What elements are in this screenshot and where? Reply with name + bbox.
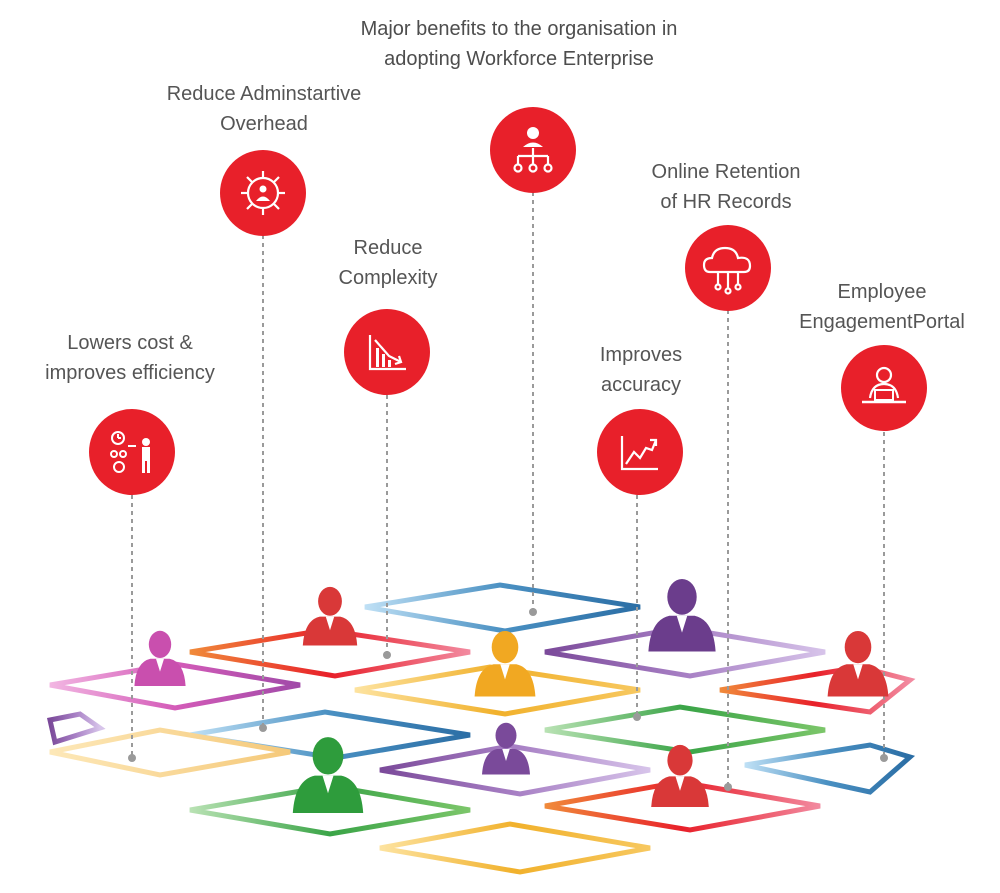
person-icon — [482, 722, 530, 775]
person-icon — [292, 737, 364, 813]
label-reduce-complexity: Reduce Complexity — [339, 233, 438, 293]
label-line-2: improves efficiency — [45, 362, 215, 384]
isometric-grid — [46, 582, 916, 875]
label-line-2: EngagementPortal — [799, 311, 965, 333]
label-improves-accuracy: Improves accuracy — [600, 340, 682, 400]
connector-dot — [383, 651, 391, 659]
tile — [189, 783, 471, 837]
tile — [49, 661, 301, 711]
label-line-1: Lowers cost & — [67, 332, 193, 354]
label-line-2: of HR Records — [660, 191, 792, 213]
connector-dot — [259, 724, 267, 732]
label-line-1: Employee — [837, 281, 927, 303]
rising-chart-icon — [597, 409, 683, 495]
connector-dot — [128, 754, 136, 762]
label-employee-portal: Employee EngagementPortal — [799, 277, 965, 337]
label-line-1: Online Retention — [651, 161, 801, 183]
connector-endpoints — [128, 608, 888, 791]
tile — [544, 779, 821, 833]
tile — [49, 727, 291, 778]
tile — [46, 711, 106, 746]
tile — [719, 664, 916, 715]
tile — [354, 664, 641, 717]
declining-chart-icon — [344, 309, 430, 395]
tile — [189, 627, 471, 679]
label-line-2: Overhead — [220, 113, 308, 135]
gear-people-icon — [220, 150, 306, 236]
label-line-1: Improves — [599, 344, 683, 366]
cloud-network-icon — [685, 225, 771, 311]
tile — [379, 743, 651, 797]
connector-dot — [880, 754, 888, 762]
connector-dot — [724, 783, 732, 791]
title-line-2: adopting Workforce Enterprise — [384, 48, 654, 70]
title-line-1: Major benefits to the organisation in — [360, 18, 678, 40]
org-hierarchy-icon — [490, 107, 576, 193]
diagram-title: Major benefits to the organisation in ad… — [361, 14, 678, 74]
person-icon — [302, 586, 358, 646]
tile — [379, 821, 651, 875]
label-line-1: Reduce — [353, 237, 423, 259]
label-online-retention: Online Retention of HR Records — [652, 157, 801, 217]
tile — [544, 625, 826, 679]
tile — [364, 582, 641, 634]
label-lowers-cost: Lowers cost & improves efficiency — [45, 328, 215, 388]
person-icon — [827, 630, 889, 697]
connector-lines — [131, 192, 885, 787]
person-icon — [474, 630, 536, 697]
people-figures — [134, 579, 889, 813]
benefit-circles — [89, 107, 927, 495]
person-icon — [651, 744, 709, 807]
label-reduce-overhead: Reduce Adminstartive Overhead — [167, 79, 362, 139]
person-icon — [648, 579, 716, 652]
connector-dot — [529, 608, 537, 616]
tile — [744, 742, 916, 795]
label-line-1: Reduce Adminstartive — [166, 83, 362, 105]
person-icon — [134, 630, 186, 686]
cost-efficiency-icon — [89, 409, 175, 495]
label-line-2: Complexity — [338, 267, 438, 289]
tile — [544, 704, 826, 755]
connector-dot — [633, 713, 641, 721]
label-line-2: accuracy — [600, 374, 682, 396]
person-laptop-icon — [841, 345, 927, 431]
